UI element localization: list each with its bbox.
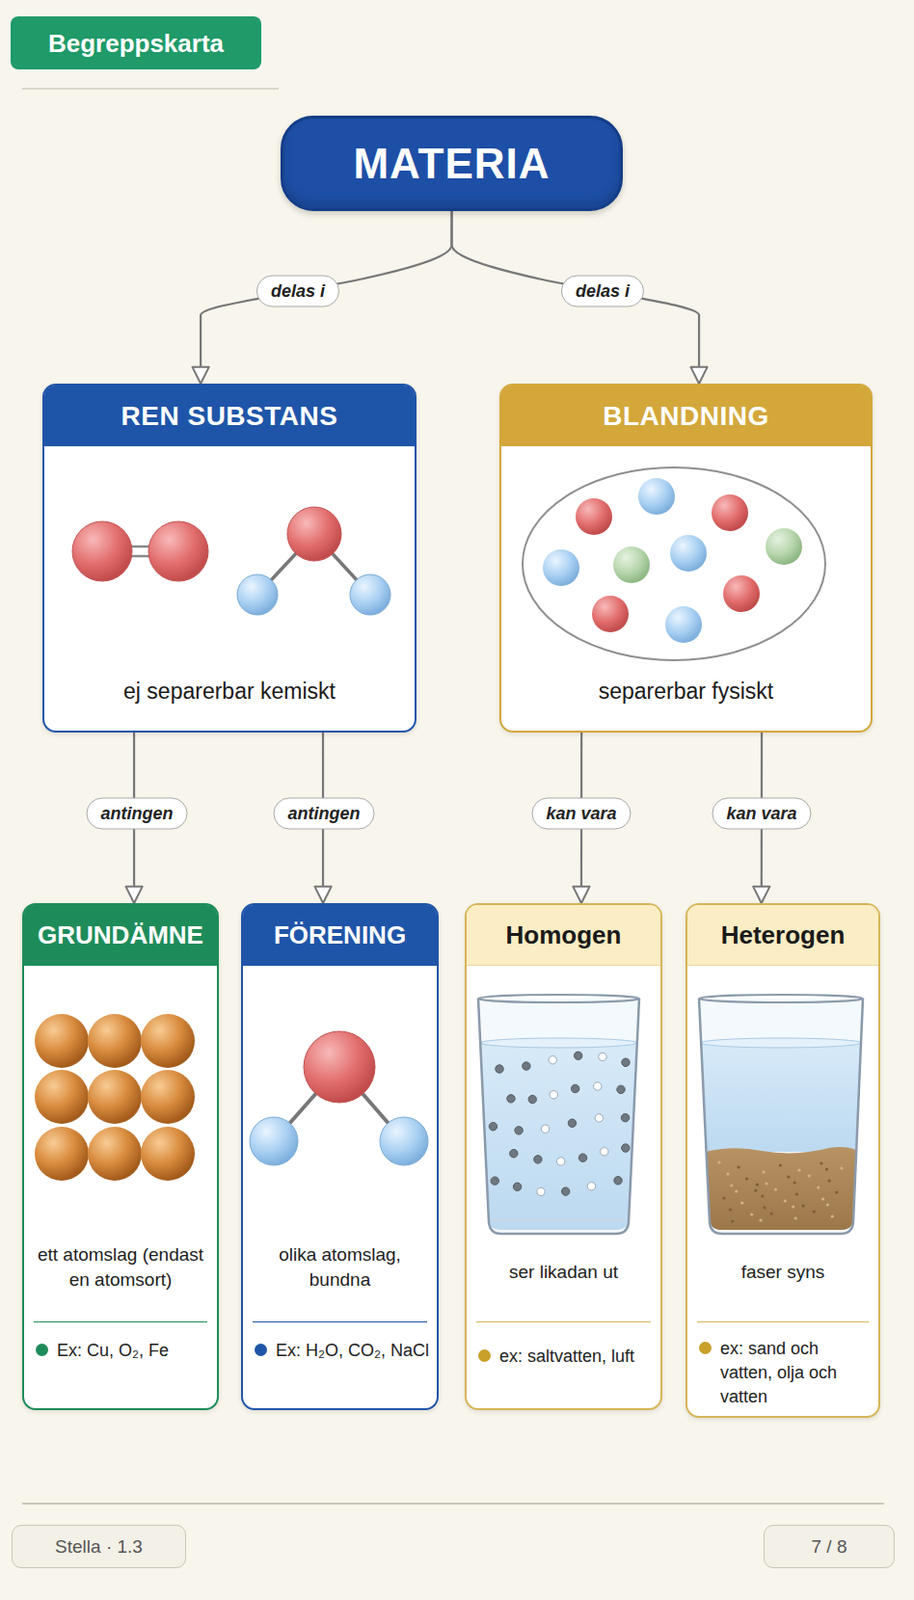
connector-arrow xyxy=(452,211,700,384)
box-heading: FÖRENING xyxy=(242,905,437,967)
box-heading: Homogen xyxy=(466,905,661,967)
connector-arrow xyxy=(200,211,452,384)
box-heading: Heterogen xyxy=(687,905,879,967)
box-label: MATERIA xyxy=(283,139,620,189)
example-text: Ex: Cu, O₂, Fe xyxy=(35,1339,212,1364)
description-text: olika atomslag, bundna xyxy=(248,1242,431,1292)
box-heading: GRUNDÄMNE xyxy=(24,905,217,967)
example-text: Ex: H₂O, CO₂, NaCl xyxy=(254,1339,431,1364)
copper-lattice xyxy=(34,1014,195,1182)
box-heading: BLANDNING xyxy=(501,385,871,447)
concept-box: REN SUBSTANS ej separerbar kemiskt xyxy=(42,383,417,733)
divider-line xyxy=(252,1321,428,1323)
edge-label: delas i xyxy=(561,275,645,308)
glass-heterogeneous xyxy=(698,994,863,1235)
divider-line xyxy=(476,1321,651,1323)
divider-line xyxy=(33,1321,208,1323)
edge-label: kan vara xyxy=(531,798,631,831)
concept-card: Heterogen faser syns ex: sand och vatten, … xyxy=(685,903,881,1419)
edge-label: antingen xyxy=(273,798,376,831)
footer-pill: Stella · 1.3 xyxy=(11,1525,187,1569)
edge-label: delas i xyxy=(256,275,340,308)
water-molecule-large xyxy=(249,1031,429,1166)
description-text: faser syns xyxy=(693,1260,873,1286)
root-concept: MATERIA xyxy=(280,115,623,212)
divider-line xyxy=(697,1321,869,1323)
header-rule xyxy=(22,87,279,90)
box-label: Begreppskarta xyxy=(10,27,262,58)
example-text: ex: saltvatten, luft xyxy=(478,1344,655,1370)
header-badge: Begreppskarta xyxy=(10,16,262,70)
concept-box: BLANDNING separerbar fysiskt xyxy=(499,383,873,733)
box-heading: REN SUBSTANS xyxy=(44,385,415,447)
description-text: separerbar fysiskt xyxy=(509,677,863,707)
glass-homogeneous xyxy=(478,994,640,1235)
page-counter: 7 / 8 xyxy=(763,1525,895,1569)
edge-label: antingen xyxy=(86,798,189,831)
description-text: ej separerbar kemiskt xyxy=(52,677,407,707)
mixture-particles xyxy=(522,467,826,661)
description-text: ser likadan ut xyxy=(472,1260,655,1286)
box-label: 7 / 8 xyxy=(764,1536,894,1559)
example-text: ex: sand och vatten, olja och vatten xyxy=(698,1337,873,1411)
oxygen-molecule xyxy=(72,521,209,582)
concept-card: GRUNDÄMNE ett atomslag (endast en atomsor… xyxy=(22,903,219,1411)
concept-card: FÖRENING olika atomslag, bundnaEx: H₂O, C… xyxy=(241,903,439,1411)
concept-card: Homogen ser likadan ut ex: saltvatten, luf… xyxy=(464,903,663,1411)
description-text: ett atomslag (endast en atomsort) xyxy=(29,1242,212,1292)
edge-label: kan vara xyxy=(711,798,811,831)
box-label: Stella · 1.3 xyxy=(12,1536,186,1559)
footer-rule xyxy=(22,1503,885,1506)
water-molecule xyxy=(237,507,391,616)
